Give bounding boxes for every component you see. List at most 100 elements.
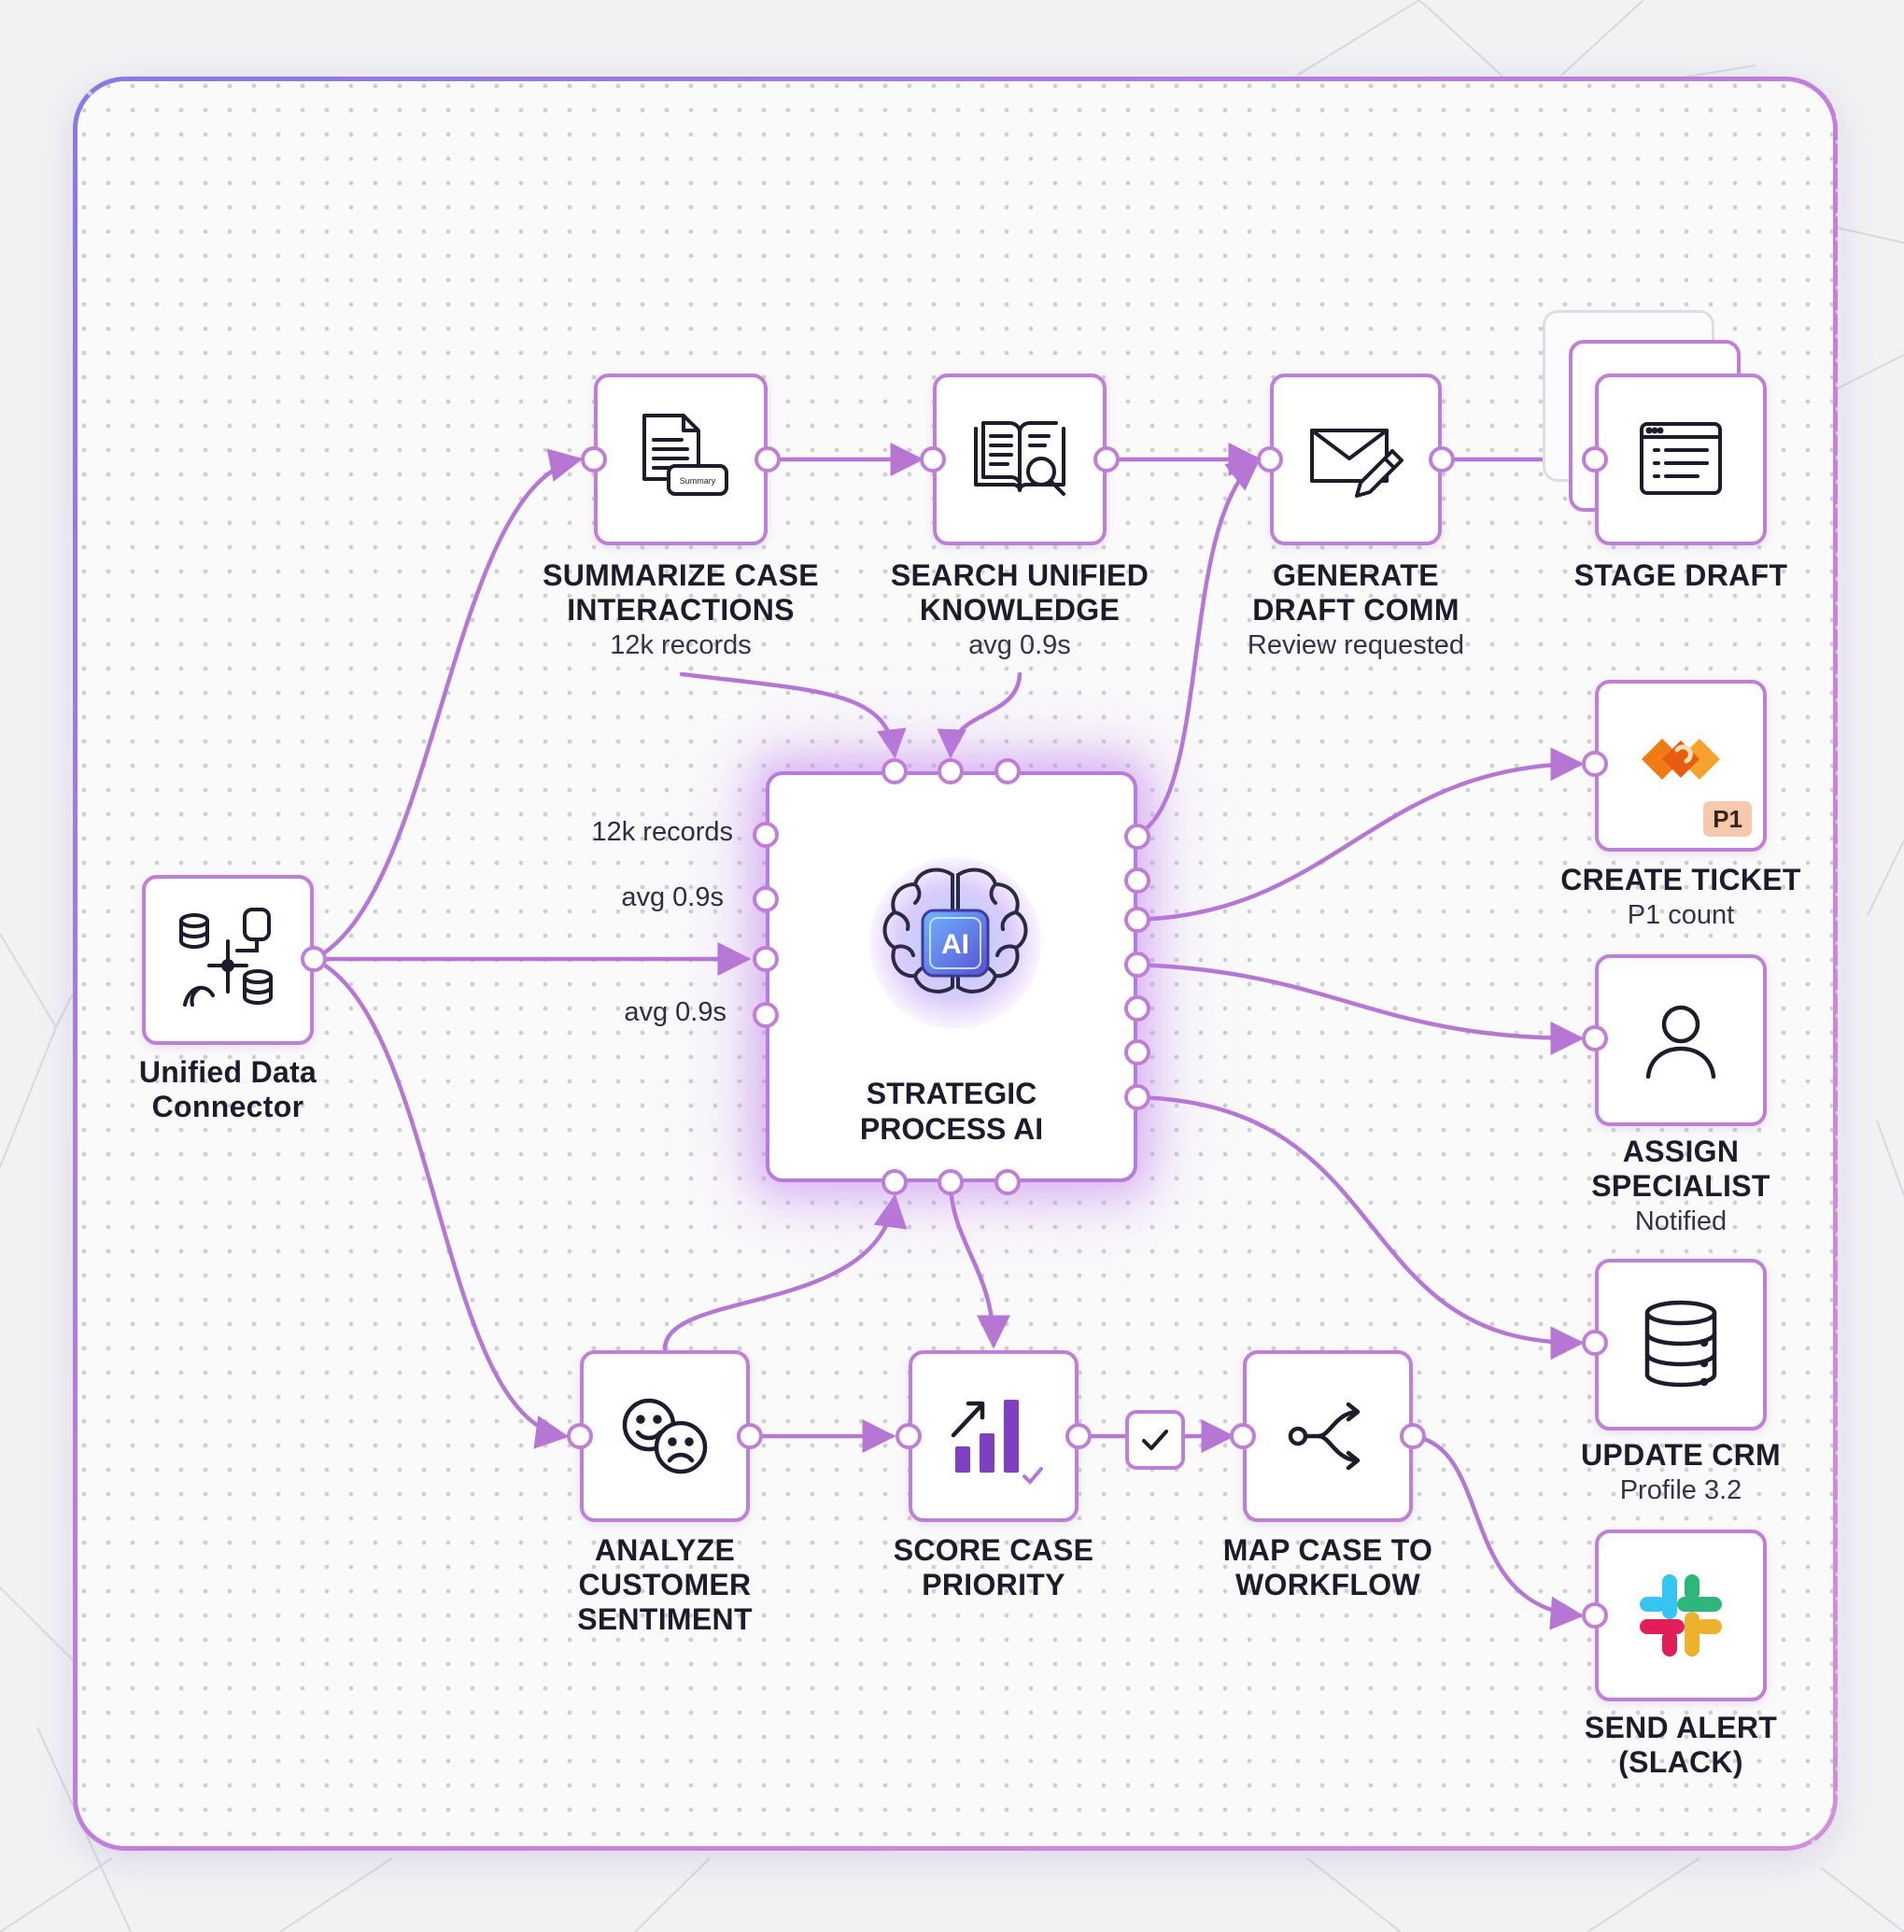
approval-gate[interactable]	[1125, 1410, 1185, 1470]
title-line: KNOWLEDGE	[919, 593, 1121, 627]
title-line: PROCESS AI	[859, 1112, 1044, 1146]
slack-icon	[1640, 1574, 1722, 1657]
book-search-icon	[974, 421, 1065, 496]
node-map-case-to-workflow[interactable]	[1243, 1350, 1413, 1522]
node-metric: P1 count	[1627, 900, 1735, 930]
port[interactable]	[1093, 446, 1120, 472]
hub-title: STRATEGIC PROCESS AI	[769, 1076, 1134, 1147]
hub-input-metric: avg 0.9s	[624, 997, 726, 1027]
hub-port-bottom[interactable]	[994, 1169, 1021, 1195]
edge-source-summarize	[311, 448, 584, 962]
node-score-case-priority[interactable]	[909, 1350, 1079, 1522]
port[interactable]	[896, 1423, 922, 1449]
port[interactable]	[1230, 1423, 1256, 1449]
hub-input-metric: 12k records	[591, 817, 733, 847]
label-stage-draft: STAGE DRAFT	[1550, 558, 1812, 593]
title-line: GENERATE	[1273, 558, 1439, 592]
icon-tag-text: Summary	[680, 476, 716, 486]
document-summary-icon: Summary	[642, 414, 728, 496]
branch-icon	[1288, 1402, 1361, 1471]
ai-brain-icon: AI	[869, 857, 1041, 1029]
title-line: ASSIGN	[1622, 1135, 1740, 1168]
port[interactable]	[1400, 1423, 1426, 1449]
hub-port-right[interactable]	[1124, 867, 1150, 894]
label-assign-specialist: ASSIGN SPECIALIST Notified	[1550, 1135, 1812, 1239]
title-line: Unified Data	[138, 1055, 317, 1089]
node-generate-draft-comm[interactable]	[1270, 374, 1442, 545]
node-metric: Profile 3.2	[1619, 1475, 1742, 1505]
label-score-case-priority: SCORE CASE PRIORITY	[863, 1533, 1124, 1602]
browser-list-icon	[1640, 422, 1722, 495]
node-create-ticket[interactable]: P1	[1595, 680, 1767, 852]
port[interactable]	[755, 446, 781, 472]
node-stage-draft[interactable]	[1595, 374, 1767, 545]
title-line: CREATE TICKET	[1560, 863, 1801, 896]
ai-chip-label: AI	[941, 929, 969, 960]
title-line: SCORE CASE	[893, 1533, 1094, 1567]
hub-port-left[interactable]	[753, 946, 779, 972]
user-icon	[1645, 1005, 1716, 1079]
port[interactable]	[1582, 751, 1608, 777]
hub-input-metric: avg 0.9s	[621, 882, 724, 912]
node-unified-data-connector[interactable]	[142, 875, 314, 1045]
hub-port-left[interactable]	[753, 886, 779, 912]
label-update-crm: UPDATE CRM Profile 3.2	[1550, 1438, 1812, 1508]
title-line: INTERACTIONS	[567, 593, 795, 627]
port[interactable]	[1429, 446, 1455, 472]
title-line: WORKFLOW	[1235, 1568, 1420, 1601]
port[interactable]	[737, 1423, 763, 1449]
hub-port-top[interactable]	[938, 758, 964, 784]
hub-port-right[interactable]	[1124, 1084, 1150, 1110]
title-line: DRAFT COMM	[1252, 593, 1460, 627]
strategic-process-ai-hub[interactable]: AI STRATEGIC PROCESS AI	[766, 771, 1137, 1182]
edge-hub-crm	[1131, 1094, 1585, 1361]
edge-search-label-hub	[937, 671, 1023, 759]
edge-sentiment-hub	[662, 1193, 908, 1352]
node-assign-specialist[interactable]	[1595, 954, 1767, 1126]
title-line: CUSTOMER	[578, 1568, 752, 1601]
port[interactable]	[301, 946, 327, 972]
title-line: UPDATE CRM	[1581, 1438, 1781, 1472]
node-send-alert-slack[interactable]	[1595, 1530, 1767, 1701]
node-analyze-customer-sentiment[interactable]	[580, 1350, 750, 1522]
hub-port-left[interactable]	[753, 822, 779, 848]
title-line: PRIORITY	[922, 1568, 1065, 1601]
label-summarize-case-interactions: SUMMARIZE CASE INTERACTIONS 12k records	[531, 558, 830, 663]
edge-summarize-label-hub	[679, 671, 907, 759]
hub-port-bottom[interactable]	[881, 1169, 908, 1195]
node-search-unified-knowledge[interactable]	[933, 374, 1107, 545]
hub-port-right[interactable]	[1124, 952, 1150, 978]
port[interactable]	[920, 446, 946, 472]
title-line: SPECIALIST	[1591, 1169, 1770, 1203]
hub-port-left[interactable]	[753, 1002, 779, 1028]
hub-port-bottom[interactable]	[938, 1169, 964, 1195]
port[interactable]	[1582, 1025, 1608, 1051]
data-connector-icon	[179, 908, 273, 1007]
node-update-crm[interactable]	[1595, 1259, 1767, 1431]
port[interactable]	[1582, 1602, 1608, 1629]
hub-port-top[interactable]	[994, 758, 1021, 784]
hub-port-right[interactable]	[1124, 907, 1150, 933]
node-summarize-case-interactions[interactable]: Summary	[594, 374, 768, 545]
node-status: Review requested	[1247, 630, 1465, 660]
hub-port-right[interactable]	[1124, 1039, 1150, 1065]
port[interactable]	[1582, 446, 1608, 472]
port[interactable]	[581, 446, 607, 472]
title-line: MAP CASE TO	[1222, 1533, 1433, 1567]
checkmark-icon	[1142, 1430, 1168, 1450]
label-create-ticket: CREATE TICKET P1 count	[1541, 863, 1821, 933]
port[interactable]	[567, 1423, 593, 1449]
title-line: STRATEGIC	[866, 1077, 1037, 1110]
title-line: SENTIMENT	[577, 1602, 753, 1636]
sentiment-faces-icon	[622, 1398, 708, 1474]
hub-port-right[interactable]	[1124, 995, 1150, 1022]
port[interactable]	[1257, 446, 1283, 472]
label-analyze-customer-sentiment: ANALYZE CUSTOMER SENTIMENT	[534, 1533, 796, 1637]
port[interactable]	[1065, 1423, 1092, 1449]
node-metric: avg 0.9s	[968, 630, 1071, 660]
port[interactable]	[1582, 1330, 1608, 1356]
title-line: ANALYZE	[594, 1533, 736, 1567]
hub-port-top[interactable]	[881, 758, 908, 784]
hub-port-right[interactable]	[1124, 824, 1150, 850]
